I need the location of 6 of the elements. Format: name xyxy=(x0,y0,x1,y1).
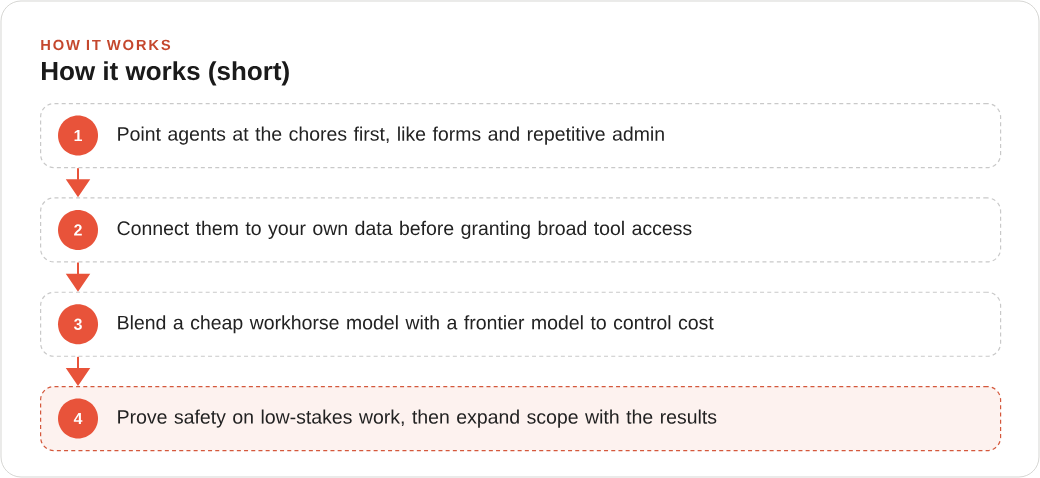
number-badge: 3 xyxy=(58,304,98,345)
number-badge: 4 xyxy=(58,398,98,439)
number-badge: 2 xyxy=(58,209,98,250)
eyebrow-label: HOW IT WORKS xyxy=(41,39,171,51)
number-badge: 1 xyxy=(58,115,98,156)
title: How it works (short) xyxy=(42,61,289,86)
